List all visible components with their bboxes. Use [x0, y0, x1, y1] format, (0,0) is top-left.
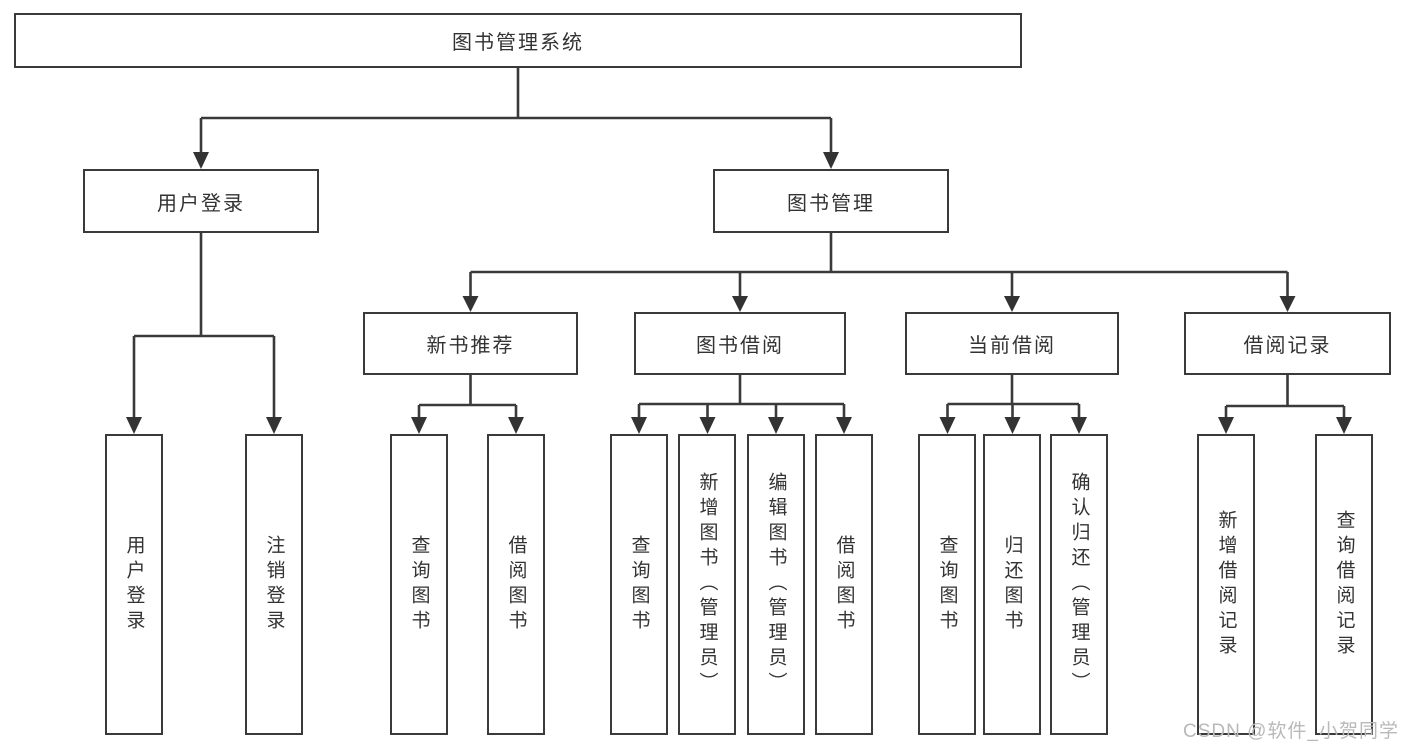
- node-book-management-label: 图书管理: [787, 192, 875, 215]
- connector-mgmt-to-level3: [462, 233, 1296, 312]
- connector-newrec-to-leaves: [411, 375, 524, 434]
- node-borrow-records-label: 借阅记录: [1243, 335, 1332, 357]
- leaf-user-login: 用户登录: [105, 434, 163, 735]
- node-book-management: 图书管理: [713, 169, 949, 233]
- leaf-borrow-edit-book-admin-label: 编辑图书（管理员）: [765, 472, 787, 697]
- leaf-borrow-borrow-book-label: 借阅图书: [833, 534, 855, 635]
- leaf-current-query-book: 查询图书: [918, 434, 976, 735]
- leaf-records-query-record: 查询借阅记录: [1315, 434, 1373, 735]
- leaf-current-confirm-return-admin-label: 确认归还（管理员）: [1068, 472, 1090, 697]
- node-root-label: 图书管理系统: [452, 32, 584, 54]
- node-book-borrow-label: 图书借阅: [696, 335, 784, 357]
- leaf-current-return-book: 归还图书: [983, 434, 1041, 735]
- node-new-book-recommend-label: 新书推荐: [426, 335, 515, 357]
- leaf-newrec-borrow-book: 借阅图书: [487, 434, 545, 735]
- node-current-borrow: 当前借阅: [905, 312, 1119, 375]
- leaf-current-confirm-return-admin: 确认归还（管理员）: [1050, 434, 1108, 735]
- connector-records-to-leaves: [1218, 375, 1352, 434]
- leaf-newrec-borrow-book-label: 借阅图书: [505, 534, 527, 635]
- leaf-newrec-query-book-label: 查询图书: [408, 534, 430, 635]
- leaf-records-add-record-label: 新增借阅记录: [1215, 509, 1237, 660]
- leaf-borrow-add-book-admin-label: 新增图书（管理员）: [696, 472, 718, 697]
- node-root-system: 图书管理系统: [14, 13, 1022, 68]
- leaf-records-add-record: 新增借阅记录: [1197, 434, 1255, 735]
- leaf-borrow-add-book-admin: 新增图书（管理员）: [678, 434, 736, 735]
- connector-bookborrow-to-leaves: [631, 375, 852, 434]
- node-book-borrow: 图书借阅: [634, 312, 846, 375]
- leaf-records-query-record-label: 查询借阅记录: [1333, 509, 1355, 660]
- leaf-user-login-label: 用户登录: [123, 534, 145, 635]
- connector-root-to-level2: [193, 68, 839, 169]
- node-current-borrow-label: 当前借阅: [968, 335, 1056, 357]
- leaf-newrec-query-book: 查询图书: [390, 434, 448, 735]
- node-user-login: 用户登录: [83, 169, 319, 233]
- leaf-current-query-book-label: 查询图书: [936, 534, 958, 635]
- connector-current-to-leaves: [939, 375, 1087, 434]
- leaf-logout-label: 注销登录: [263, 534, 285, 635]
- leaf-borrow-query-book: 查询图书: [610, 434, 668, 735]
- connector-login-to-leaves: [126, 233, 282, 434]
- leaf-borrow-borrow-book: 借阅图书: [815, 434, 873, 735]
- leaf-current-return-book-label: 归还图书: [1001, 534, 1023, 635]
- leaf-logout: 注销登录: [245, 434, 303, 735]
- csdn-watermark: CSDN @软件_小贺同学: [1183, 721, 1399, 742]
- leaf-borrow-query-book-label: 查询图书: [628, 534, 650, 635]
- node-new-book-recommend: 新书推荐: [363, 312, 578, 375]
- node-borrow-records: 借阅记录: [1184, 312, 1391, 375]
- node-user-login-label: 用户登录: [157, 192, 245, 215]
- leaf-borrow-edit-book-admin: 编辑图书（管理员）: [747, 434, 805, 735]
